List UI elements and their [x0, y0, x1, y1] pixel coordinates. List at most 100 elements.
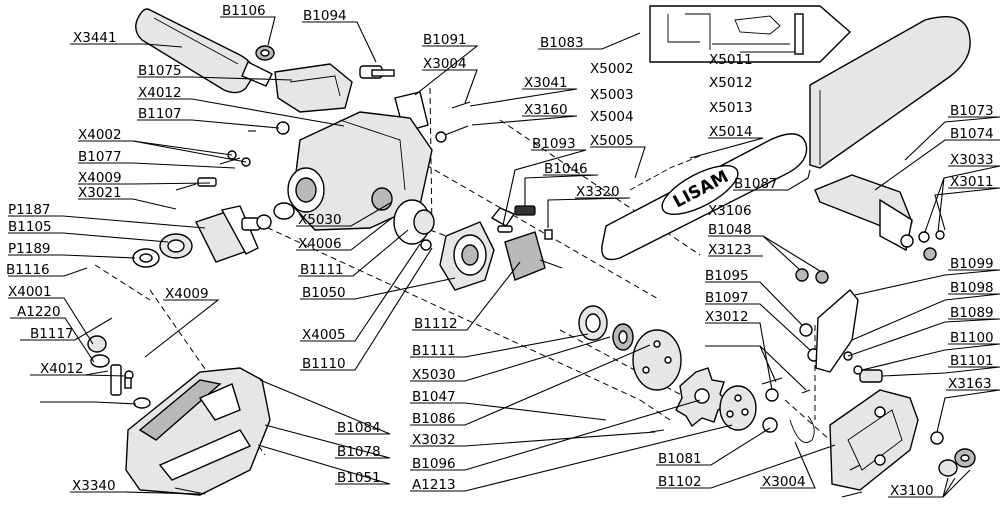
label-B1077: B1077	[78, 149, 122, 165]
label-X3021: X3021	[78, 185, 122, 201]
label-B1074: B1074	[950, 126, 994, 142]
blade-guard-part	[809, 16, 971, 169]
label-B1091: B1091	[423, 32, 467, 48]
leader-lines	[8, 16, 1000, 498]
label-B1087: B1087	[734, 176, 778, 192]
nut-parts	[930, 431, 976, 477]
label-X4012-top: X4012	[138, 85, 182, 101]
label-B1102: B1102	[658, 474, 702, 490]
label-X3004-top: X3004	[423, 56, 467, 72]
label-X3004-bottom: X3004	[762, 474, 806, 490]
label-B1084: B1084	[337, 420, 381, 436]
label-B1048: B1048	[708, 222, 752, 238]
inlet-fitting-parts	[132, 205, 261, 268]
part-labels: X3441 B1106 B1094 B1091 X3004 B1083 B107…	[6, 3, 994, 499]
label-B1107: B1107	[138, 106, 182, 122]
clutch-disc-part	[719, 385, 757, 431]
label-X4012-bottom: X4012	[40, 361, 84, 377]
label-B1096: B1096	[412, 456, 456, 472]
wire-clip-part	[789, 415, 815, 443]
label-B1094: B1094	[303, 8, 347, 24]
label-B1117: B1117	[30, 326, 74, 342]
label-B1046: B1046	[544, 161, 588, 177]
label-B1095: B1095	[705, 268, 749, 284]
label-X5003: X5003	[590, 87, 634, 103]
label-X4005: X4005	[302, 327, 346, 343]
tool-kit-part	[649, 5, 852, 63]
label-X5013: X5013	[709, 100, 753, 116]
label-X4002: X4002	[78, 127, 122, 143]
label-X3163: X3163	[948, 376, 992, 392]
tensioner-plate-part	[815, 288, 883, 383]
label-B1051: B1051	[337, 470, 381, 486]
label-B1078: B1078	[337, 444, 381, 460]
label-X5011: X5011	[709, 52, 753, 68]
bolt-part	[359, 65, 395, 79]
label-B1086: B1086	[412, 411, 456, 427]
label-X5002: X5002	[590, 61, 634, 77]
label-B1101: B1101	[950, 353, 994, 369]
label-B1099: B1099	[950, 256, 994, 272]
label-A1220: A1220	[17, 304, 61, 320]
main-housing-part	[287, 111, 433, 231]
label-P1187: P1187	[8, 202, 51, 218]
pin-and-key-parts	[490, 205, 553, 240]
rotor-part	[504, 231, 563, 281]
label-X5030-top: X5030	[298, 212, 342, 228]
label-B1097: B1097	[705, 290, 749, 306]
label-X3033: X3033	[950, 152, 994, 168]
label-B1098: B1098	[950, 280, 994, 296]
label-A1213: A1213	[412, 477, 456, 493]
bushing-part	[255, 45, 275, 61]
label-B1083: B1083	[540, 35, 584, 51]
label-B1112: B1112	[414, 316, 458, 332]
label-X3041: X3041	[524, 75, 568, 91]
label-B1100: B1100	[950, 330, 994, 346]
label-B1073: B1073	[950, 103, 994, 119]
side-cover-part	[829, 389, 919, 498]
label-B1106: B1106	[222, 3, 266, 19]
label-X3012: X3012	[705, 309, 749, 325]
label-X3160: X3160	[524, 102, 568, 118]
cover-part	[274, 63, 353, 113]
gun-body-part	[125, 367, 271, 496]
bearing-parts	[578, 305, 634, 351]
label-B1116: B1116	[6, 262, 50, 278]
label-B1047: B1047	[412, 389, 456, 405]
label-X5005: X5005	[590, 133, 634, 149]
guide-bar-part: LISAM	[601, 133, 808, 261]
bearing-housing-part	[439, 221, 495, 291]
flange-part	[632, 329, 682, 433]
bar-bracket-part	[814, 174, 945, 261]
label-X3123: X3123	[708, 242, 752, 258]
label-B1111-top: B1111	[300, 262, 344, 278]
label-B1111-bottom: B1111	[412, 343, 456, 359]
label-X3340: X3340	[72, 478, 116, 494]
label-X4006: X4006	[298, 236, 342, 252]
small-fittings	[197, 121, 290, 187]
label-X3011: X3011	[950, 174, 994, 190]
label-X4001: X4001	[8, 284, 52, 300]
label-X3441: X3441	[73, 30, 117, 46]
label-X4009-bottom: X4009	[165, 286, 209, 302]
label-X5012: X5012	[709, 75, 753, 91]
label-B1050: B1050	[302, 285, 346, 301]
screw-parts	[175, 101, 471, 191]
label-X5004: X5004	[590, 109, 634, 125]
label-X3320: X3320	[576, 184, 620, 200]
label-X5014: X5014	[709, 124, 753, 140]
drive-sprocket-part	[675, 367, 730, 428]
label-B1110: B1110	[302, 356, 346, 372]
chain-part	[629, 155, 701, 191]
fastener-parts	[761, 268, 829, 433]
label-B1081: B1081	[658, 451, 702, 467]
handle-grip-part	[135, 8, 273, 94]
label-B1093: B1093	[532, 136, 576, 152]
label-P1189: P1189	[8, 241, 51, 257]
label-X4009-top: X4009	[78, 170, 122, 186]
label-B1089: B1089	[950, 305, 994, 321]
label-X3100: X3100	[890, 483, 934, 499]
label-X5030-bottom: X5030	[412, 367, 456, 383]
label-B1105: B1105	[8, 219, 52, 235]
